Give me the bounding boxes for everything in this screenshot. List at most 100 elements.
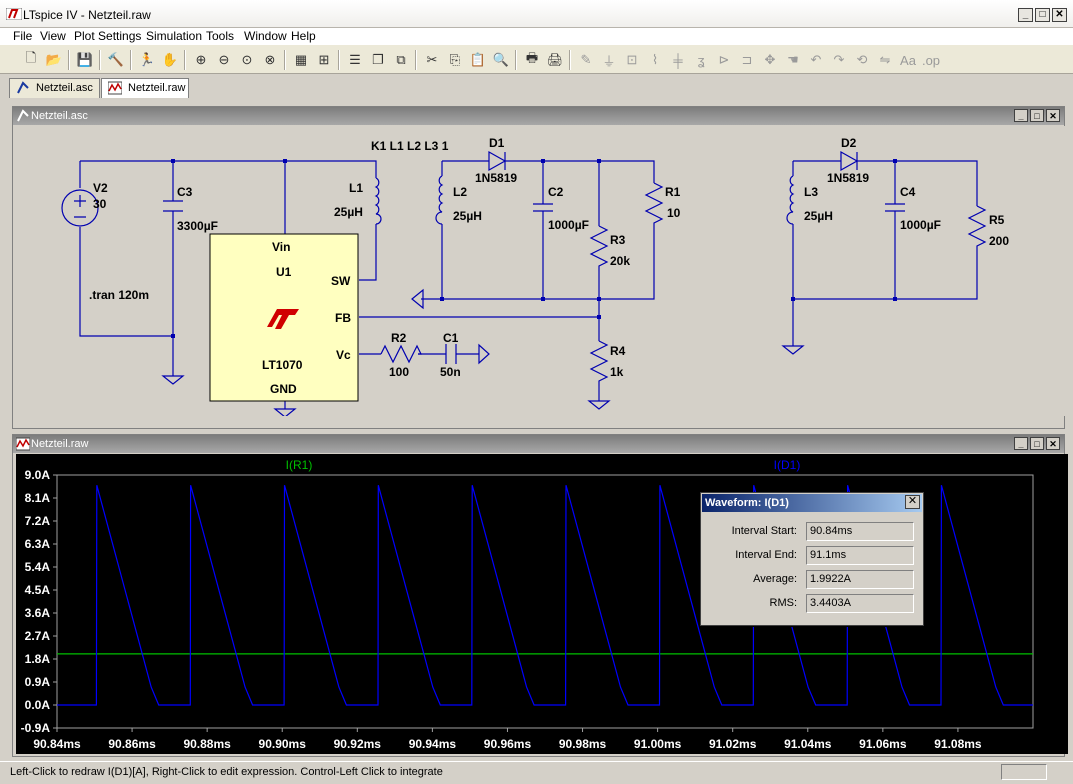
resistor-icon[interactable]: ⌇ (651, 52, 659, 67)
close-button[interactable]: ✕ (1052, 8, 1067, 22)
waveform-maximize-button[interactable]: □ (1030, 437, 1044, 450)
menu-simulation[interactable]: Simulation (146, 29, 203, 43)
c4-value-label: 1000µF (900, 218, 941, 232)
menu-plot-settings[interactable]: Plot Settings (74, 29, 142, 43)
control-panel-icon[interactable]: 🔨 (107, 52, 125, 67)
minimize-button[interactable]: _ (1018, 8, 1033, 22)
c2-ref-label: C2 (548, 185, 564, 199)
interval-end-field[interactable]: 91.1ms (806, 546, 914, 565)
component-icon[interactable]: ⊐ (741, 52, 753, 67)
zoom-cancel-icon[interactable]: ⊗ (264, 52, 276, 67)
menu-file[interactable]: File (13, 29, 33, 43)
pin-vin-label: Vin (272, 240, 290, 254)
average-row: Average: 1.9922A (701, 570, 925, 590)
find-icon[interactable]: 🔍 (492, 52, 510, 67)
pin-sw-label: SW (331, 274, 351, 288)
x-tick-label: 90.94ms (409, 737, 457, 751)
c2-value-label: 1000µF (548, 218, 589, 232)
rotate-icon[interactable]: ⟲ (856, 52, 868, 67)
dialog-title: Waveform: I(D1) (702, 494, 922, 512)
text-icon[interactable]: Aa (900, 52, 916, 68)
l1-ref-label: L1 (349, 181, 363, 195)
rms-field[interactable]: 3.4403A (806, 594, 914, 613)
menu-view[interactable]: View (40, 29, 66, 43)
schematic-canvas[interactable]: Vin U1 SW FB Vc LT1070 GND V2 30 C3 3300… (16, 126, 1068, 418)
diode-icon[interactable]: ⊳ (718, 52, 730, 67)
schematic-icon (17, 109, 29, 122)
tab-netzteil-asc[interactable]: Netzteil.asc (9, 78, 100, 98)
paste-icon[interactable]: 📋 (469, 52, 487, 67)
r2-value-label: 100 (389, 365, 409, 379)
save-icon[interactable]: 💾 (76, 52, 94, 67)
spice-directive-text[interactable]: .tran 120m (89, 288, 149, 302)
cut-icon[interactable]: ✂ (426, 52, 438, 67)
y-tick-label: 6.3A (25, 537, 51, 551)
x-tick-label: 91.08ms (934, 737, 982, 751)
y-tick-label: 1.8A (25, 652, 51, 666)
y-tick-label: 4.5A (25, 583, 51, 597)
autorange-icon[interactable]: ▦ (294, 52, 308, 67)
capacitor-icon[interactable]: ╪ (673, 52, 683, 68)
x-tick-label: 90.90ms (259, 737, 307, 751)
r4-ref-label: R4 (610, 344, 626, 358)
redo-icon[interactable]: ↷ (833, 52, 845, 67)
zoom-in-icon[interactable]: ⊕ (195, 52, 207, 67)
c3-ref-label: C3 (177, 185, 193, 199)
l2-ref-label: L2 (453, 185, 467, 199)
pan-hand-icon[interactable]: ✋ (161, 52, 179, 67)
interval-start-field[interactable]: 90.84ms (806, 522, 914, 541)
schematic-icon (17, 81, 29, 94)
waveform-info-dialog: Waveform: I(D1) ✕ Interval Start: 90.84m… (700, 492, 924, 626)
r5-value-label: 200 (989, 234, 1009, 248)
schematic-minimize-button[interactable]: _ (1014, 109, 1028, 122)
pin-vc-label: Vc (336, 348, 351, 362)
waveform-close-button[interactable]: ✕ (1046, 437, 1060, 450)
new-schematic-icon[interactable]: 🗋 (25, 50, 37, 65)
open-folder-icon[interactable]: 📂 (45, 52, 63, 67)
title-bar: LTspice IV - Netzteil.raw _ □ ✕ (0, 0, 1073, 28)
menu-help[interactable]: Help (291, 29, 316, 43)
y-tick-label: 0.9A (25, 675, 51, 689)
close-windows-icon[interactable]: ⧉ (396, 52, 406, 67)
cascade-icon[interactable]: ❐ (372, 52, 384, 67)
add-trace-icon[interactable]: ⊞ (318, 52, 330, 67)
plot-frame (56, 474, 1034, 729)
schematic-maximize-button[interactable]: □ (1030, 109, 1044, 122)
pin-gnd-label: GND (270, 382, 297, 396)
maximize-button[interactable]: □ (1035, 8, 1050, 22)
menu-tools[interactable]: Tools (206, 29, 235, 43)
status-text: Left-Click to redraw I(D1)[A], Right-Cli… (10, 766, 443, 778)
interval-end-label: Interval End: (735, 549, 797, 561)
move-icon[interactable]: ✥ (764, 52, 776, 67)
print-icon[interactable]: 🖨 (546, 52, 564, 67)
waveform-minimize-button[interactable]: _ (1014, 437, 1028, 450)
ltspice-logo-icon (6, 8, 22, 20)
x-tick-label: 90.96ms (484, 737, 532, 751)
schematic-close-button[interactable]: ✕ (1046, 109, 1060, 122)
zoom-fit-icon[interactable]: ⊙ (241, 52, 253, 67)
undo-icon[interactable]: ↶ (810, 52, 822, 67)
tile-horizontal-icon[interactable]: ☰ (349, 52, 361, 67)
coupling-directive-text[interactable]: K1 L1 L2 L3 1 (371, 139, 449, 153)
mirror-icon[interactable]: ⇋ (879, 52, 891, 67)
copy-icon[interactable]: ⎘ (449, 52, 461, 67)
y-tick-label: 8.1A (25, 491, 51, 505)
inductor-icon[interactable]: ʓ (697, 52, 705, 68)
zoom-out-icon[interactable]: ⊖ (218, 52, 230, 67)
spice-directive-icon[interactable]: .op (921, 52, 941, 68)
toolbar: 🗋 📂 💾 🔨 🏃 ✋ ⊕ ⊖ ⊙ ⊗ ▦ ⊞ ☰ ❐ ⧉ ✂ ⎘ 📋 🔍 🖶 … (0, 44, 1073, 74)
linear-technology-logo-icon (267, 309, 299, 329)
dialog-close-button[interactable]: ✕ (905, 495, 920, 509)
average-field[interactable]: 1.9922A (806, 570, 914, 589)
l3-ref-label: L3 (804, 185, 818, 199)
print-setup-icon[interactable]: 🖶 (525, 50, 539, 65)
wire-icon[interactable]: ✎ (580, 52, 592, 67)
tab-netzteil-raw[interactable]: Netzteil.raw (101, 78, 189, 98)
label-net-icon[interactable]: ⊡ (626, 52, 638, 67)
menu-window[interactable]: Window (244, 29, 287, 43)
drag-icon[interactable]: ☚ (787, 52, 799, 67)
ground-icon[interactable]: ⏚ (602, 53, 616, 69)
run-icon[interactable]: 🏃 (138, 52, 156, 67)
y-tick-label: 0.0A (25, 698, 51, 712)
y-tick-label: 3.6A (25, 606, 51, 620)
